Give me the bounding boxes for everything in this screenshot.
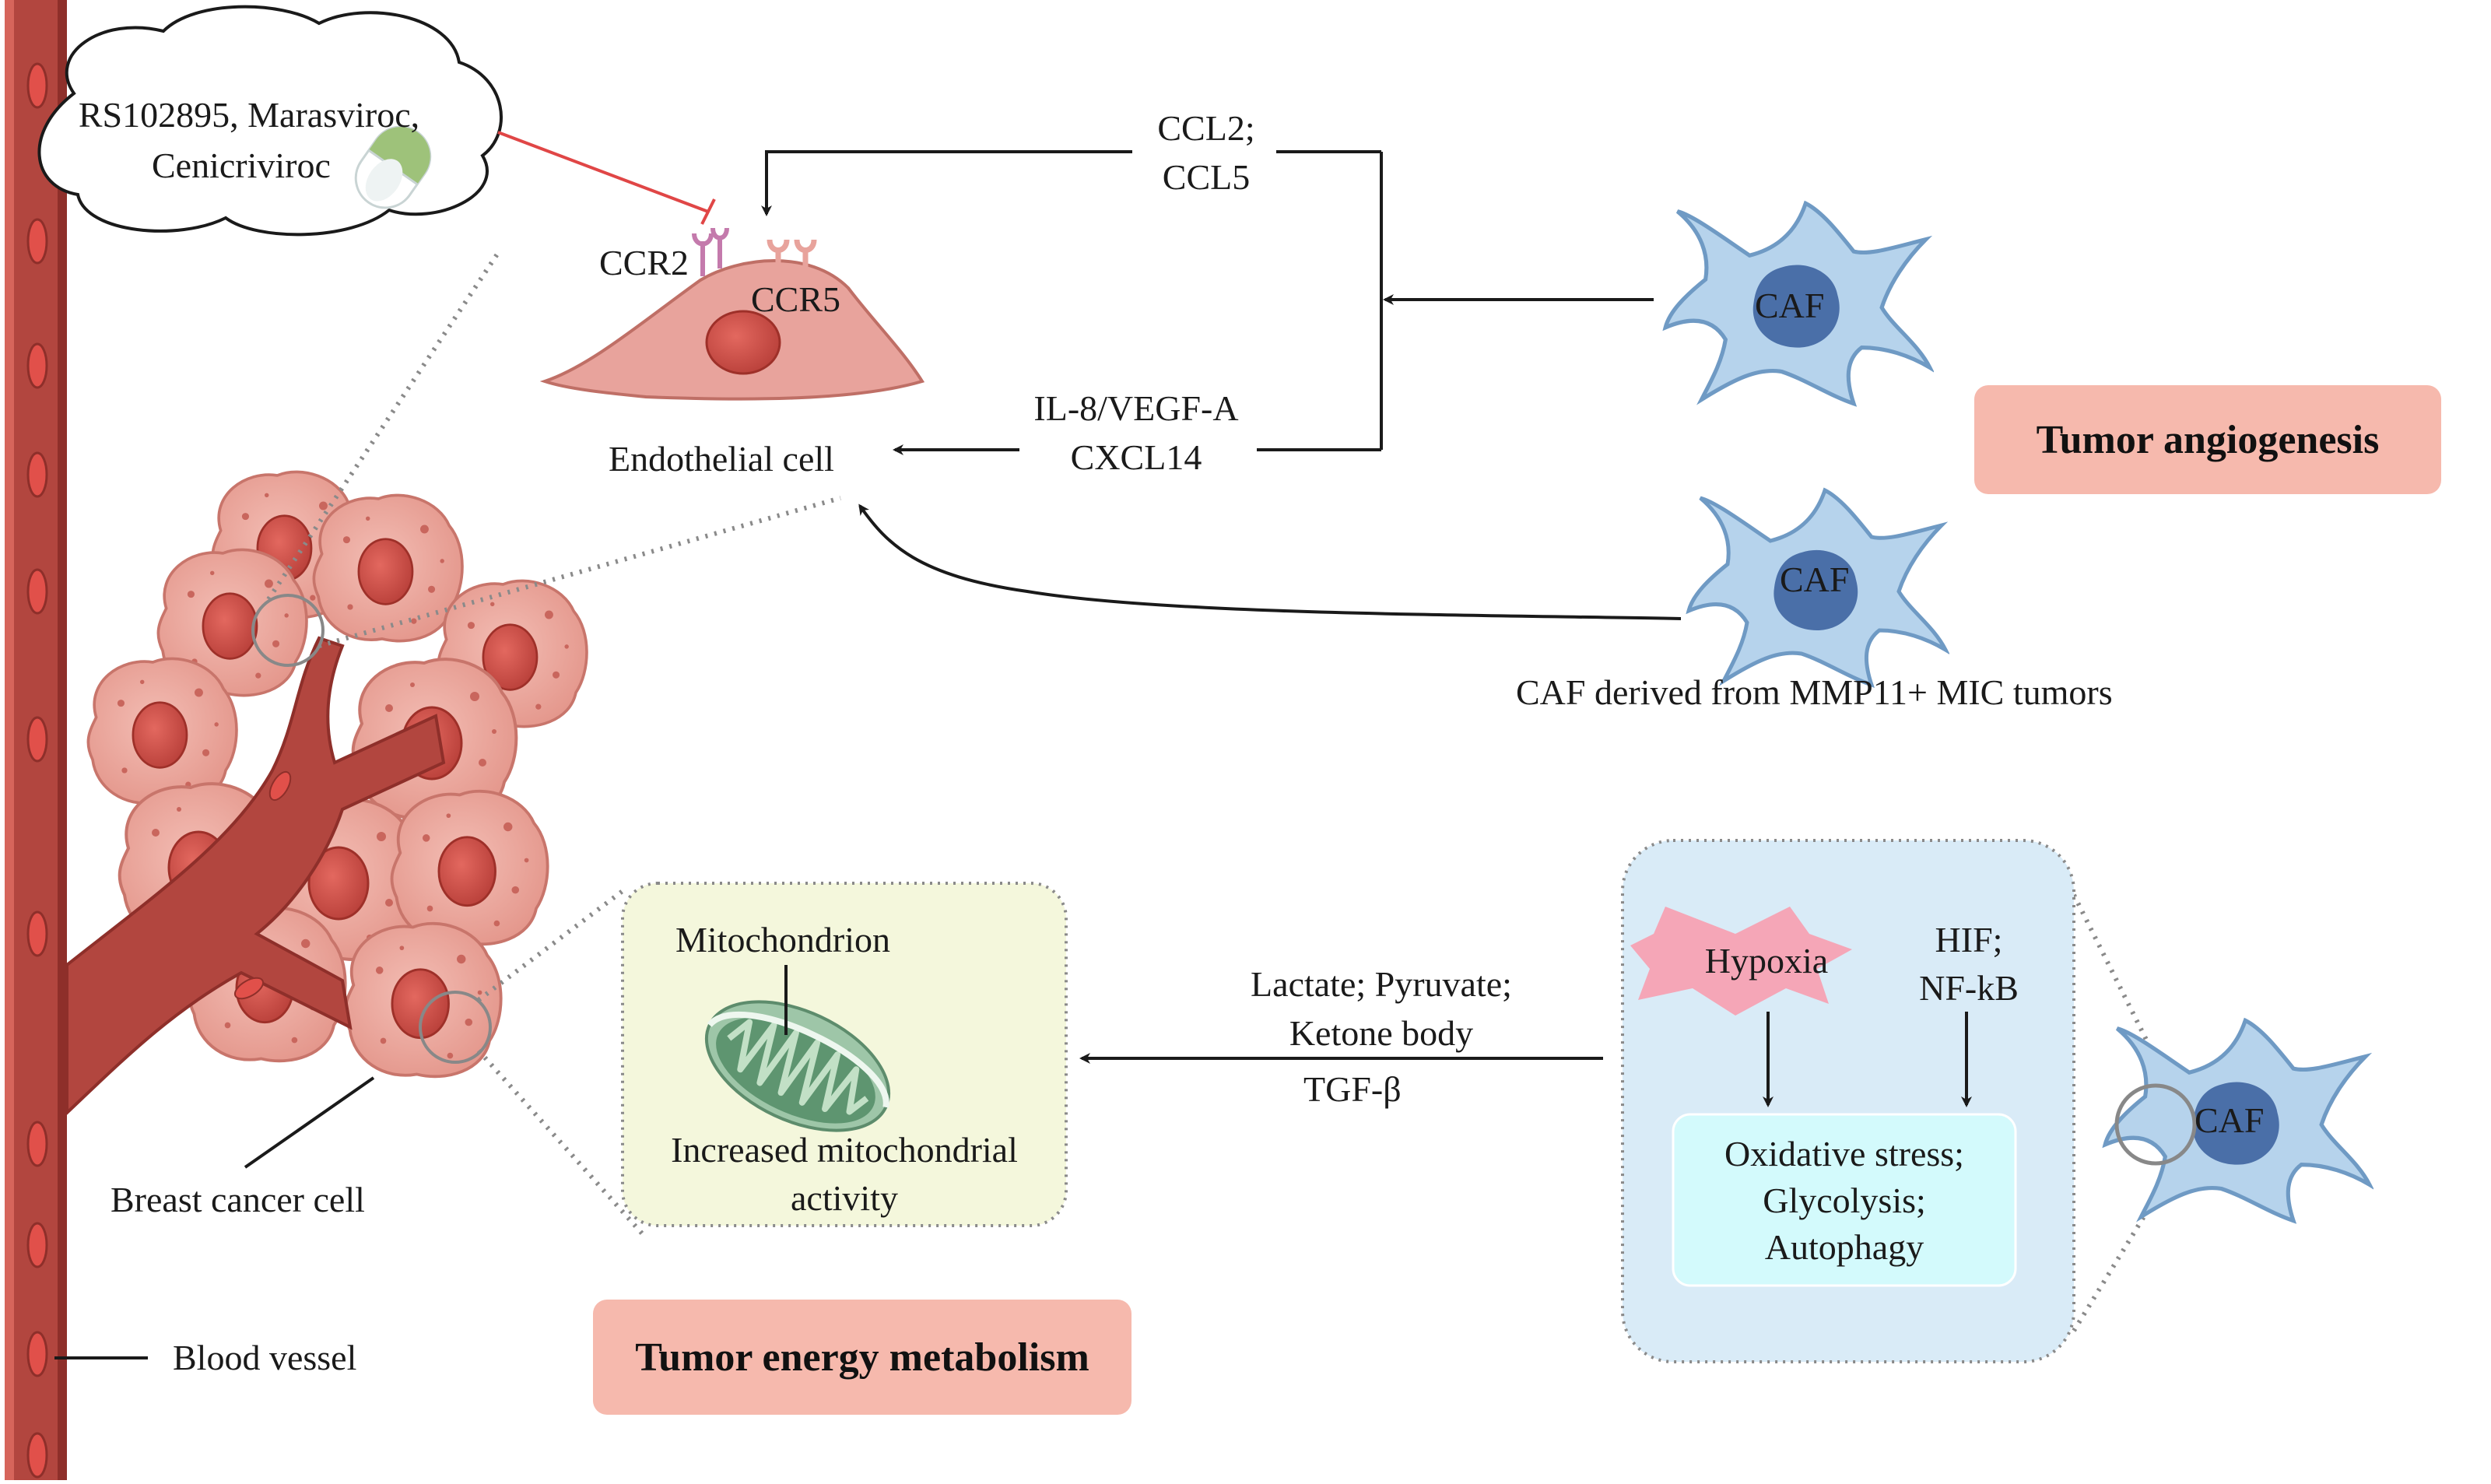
ccl5-label: CCL5 <box>1162 157 1251 197</box>
metabolite-line1: Lactate; Pyruvate; <box>1251 964 1512 1004</box>
drug-line1: RS102895, Marasviroc, <box>78 95 420 135</box>
branch-vessel <box>65 636 446 1117</box>
blood-vessel <box>5 0 67 1480</box>
ccr5-label: CCR5 <box>751 279 841 319</box>
inhibition-line <box>497 131 709 213</box>
zoom-lines <box>266 251 2181 1332</box>
mitochondrion-icon <box>704 1000 891 1132</box>
tgf-beta-label: TGF-β <box>1303 1069 1402 1109</box>
ccr2-label: CCR2 <box>599 243 689 282</box>
angiogenesis-arrows <box>761 150 1682 620</box>
hif-label: HIF; <box>1935 920 2003 960</box>
zoom-circle-endothelial <box>251 594 325 667</box>
output-box <box>1672 1113 2017 1287</box>
cxcl14-label: CXCL14 <box>1070 437 1202 477</box>
caf2-caption: CAF derived from MMP11+ MIC tumors <box>1516 672 2113 712</box>
output-line2: Glycolysis; <box>1763 1181 1926 1220</box>
nfkb-label: NF-kB <box>1919 968 2019 1008</box>
ccr5-receptor-icon <box>767 239 817 279</box>
mechanism-arrows <box>1763 1012 1972 1107</box>
metabolism-badge: Tumor energy metabolism <box>593 1300 1131 1415</box>
endothelial-cell <box>539 227 925 401</box>
angiogenesis-badge: Tumor angiogenesis <box>1974 385 2441 494</box>
zoom-circle-cancer <box>419 991 492 1064</box>
breast-cancer-pointer <box>244 1076 375 1169</box>
pill-icon <box>354 125 432 209</box>
drug-line2: Cenicriviroc <box>152 146 331 185</box>
ccr2-receptor-icon <box>692 227 729 276</box>
metabolite-line2: Ketone body <box>1289 1013 1474 1053</box>
caf2-label: CAF <box>1780 560 1850 599</box>
drug-cloud <box>37 5 503 237</box>
hypoxia-label: Hypoxia <box>1704 941 1829 981</box>
mitochondrion-label: Mitochondrion <box>675 920 890 960</box>
ccl2-label: CCL2; <box>1157 108 1255 148</box>
output-line3: Autophagy <box>1764 1227 1924 1267</box>
caf1-label: CAF <box>1755 286 1825 325</box>
il8-vegfa-label: IL-8/VEGF-A <box>1033 388 1239 428</box>
caf3-label: CAF <box>2195 1100 2265 1140</box>
output-line1: Oxidative stress; <box>1724 1134 1964 1174</box>
inhibition-bar <box>700 198 716 225</box>
breast-cancer-cell-label: Breast cancer cell <box>111 1180 365 1219</box>
endothelial-cell-label: Endothelial cell <box>609 439 834 479</box>
blood-vessel-label: Blood vessel <box>173 1338 357 1377</box>
mito-activity-line2: activity <box>791 1178 898 1218</box>
mito-activity-line1: Increased mitochondrial <box>671 1130 1018 1170</box>
zoom-circle-caf <box>2114 1083 2197 1166</box>
hypoxia-star <box>1630 907 1852 1016</box>
